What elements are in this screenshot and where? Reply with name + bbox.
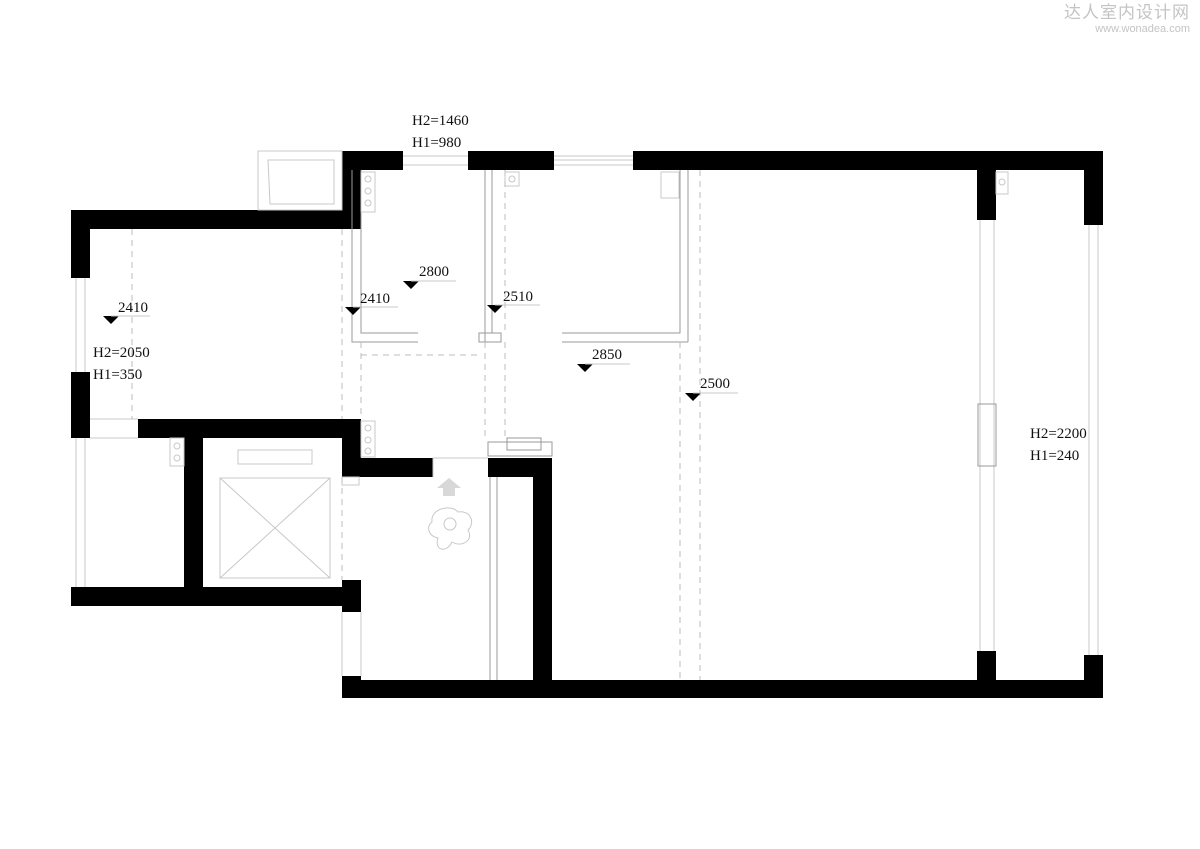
watermark-name: 达人室内设计网 [1064,3,1190,22]
wall-kitchen-top-left [342,458,433,477]
right-window-h2: H2=2200 [1030,426,1087,442]
ceiling-height-living: 2500 [700,376,730,392]
left-window-h2: H2=2050 [93,345,150,361]
ceiling-height-markers: 2410 2800 2410 2510 2850 2500 [103,264,738,401]
walls [71,151,1103,698]
ceiling-height-room-a-edge: 2410 [360,291,390,307]
marker-room-a-edge: 2410 [345,291,398,315]
wall-top-2 [468,151,554,170]
watermark-url: www.wonadea.com [1095,22,1190,35]
marker-corridor: 2850 [577,347,630,372]
stair-shaft [219,449,331,579]
marker-room-b: 2510 [487,289,540,313]
ceiling-height-left-room: 2410 [118,300,148,316]
wall-lower-wing-bottom [71,587,361,606]
windows [75,150,1099,676]
wall-wing-left-top [71,210,90,278]
right-window-h1: H1=240 [1030,448,1079,464]
ceiling-height-room-b: 2510 [503,289,533,305]
left-window-h1: H1=350 [93,367,142,383]
marker-left-room: 2410 [103,300,150,324]
marker-living: 2500 [685,376,738,401]
ceiling-height-corridor: 2850 [592,347,622,363]
ceiling-height-room-a: 2800 [419,264,449,280]
wall-bottom [342,680,1103,698]
partitions [169,170,1009,680]
wall-kitchen-right [533,458,552,680]
pillar-bottom [977,651,996,680]
pillar-top [977,170,996,220]
wall-wing-top [71,210,361,229]
wall-wing-left-bottom [71,372,90,438]
window-height-labels: H2=1460 H1=980 H2=2050 H1=350 H2=2200 H1… [93,113,1087,464]
watermark: 达人室内设计网 www.wonadea.com [1064,3,1190,35]
wall-top-3 [633,151,1102,170]
marker-room-a: 2800 [403,264,456,289]
ceiling-lines [131,170,701,680]
wall-stair-left [184,438,203,605]
top-window-h1: H1=980 [412,135,461,151]
top-window-h2: H2=1460 [412,113,469,129]
wall-middle-horizontal [138,419,361,438]
entrance-icon [428,457,488,550]
wall-lower-stub [342,580,361,612]
wall-right-top [1084,151,1103,225]
wall-bottom-left-stub [342,676,361,698]
